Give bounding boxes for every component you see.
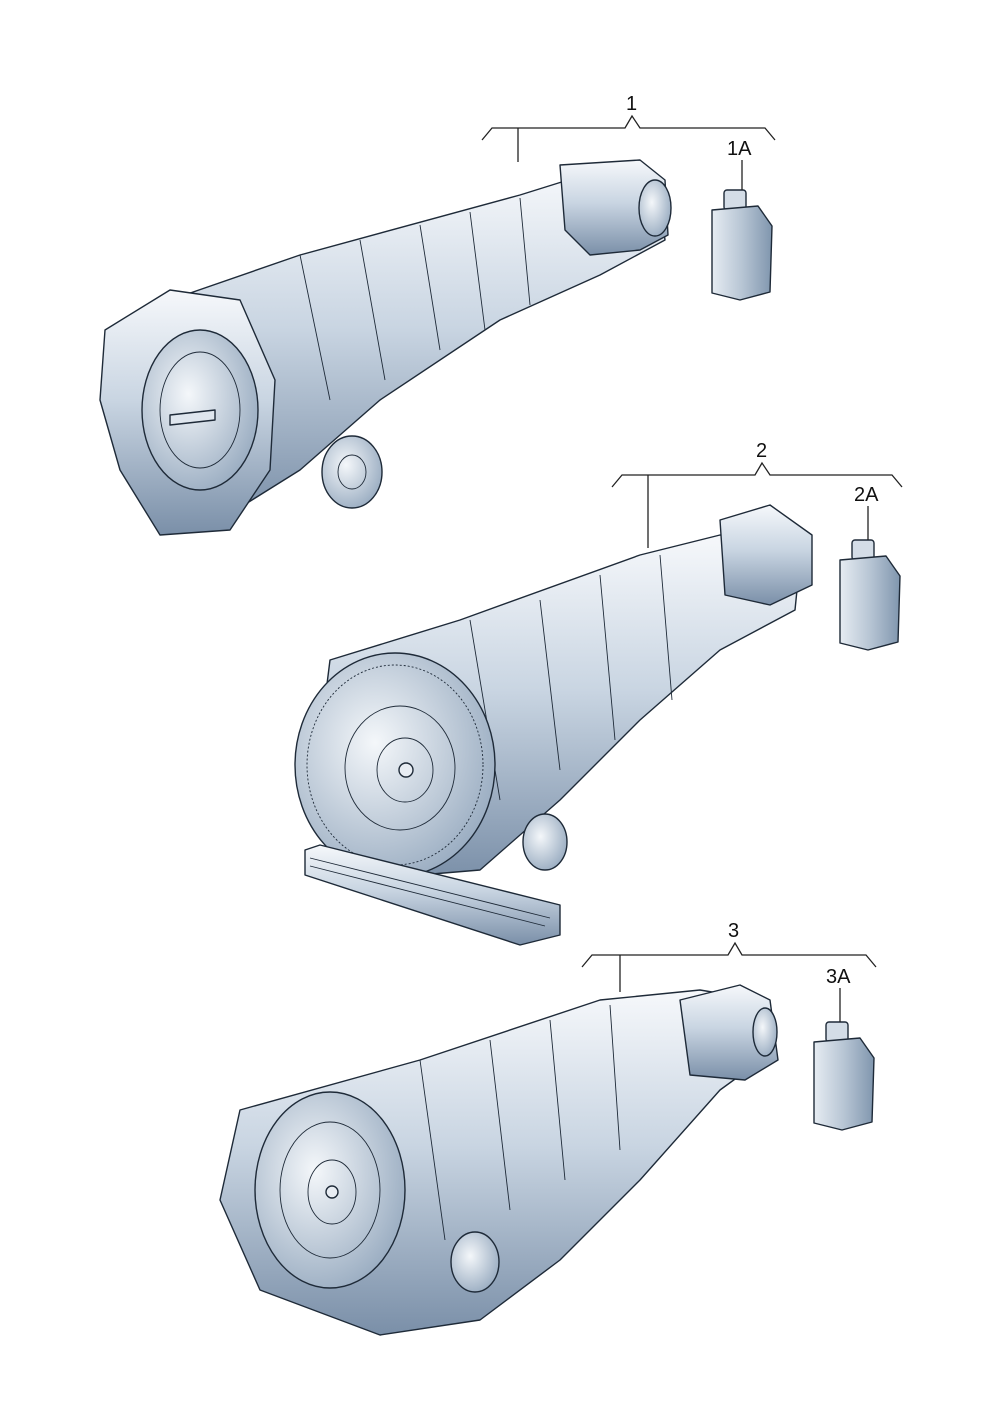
callout-2a-label: 2A bbox=[854, 484, 879, 506]
transmission-1 bbox=[99, 159, 672, 536]
callout-3a-label: 3A bbox=[826, 966, 851, 988]
oil-bottle-1a bbox=[711, 189, 773, 301]
transmission-3 bbox=[219, 984, 779, 1336]
bracket-1 bbox=[481, 114, 776, 190]
callout-1a-label: 1A bbox=[727, 138, 752, 160]
callout-1-label: 1 bbox=[626, 93, 637, 115]
callout-2-label: 2 bbox=[756, 440, 767, 462]
transmission-2 bbox=[294, 504, 813, 946]
bracket-3 bbox=[581, 941, 877, 1022]
callout-3-label: 3 bbox=[728, 920, 739, 942]
oil-bottle-3a bbox=[813, 1021, 875, 1131]
oil-bottle-2a bbox=[839, 539, 901, 651]
bracket-2 bbox=[611, 461, 903, 548]
